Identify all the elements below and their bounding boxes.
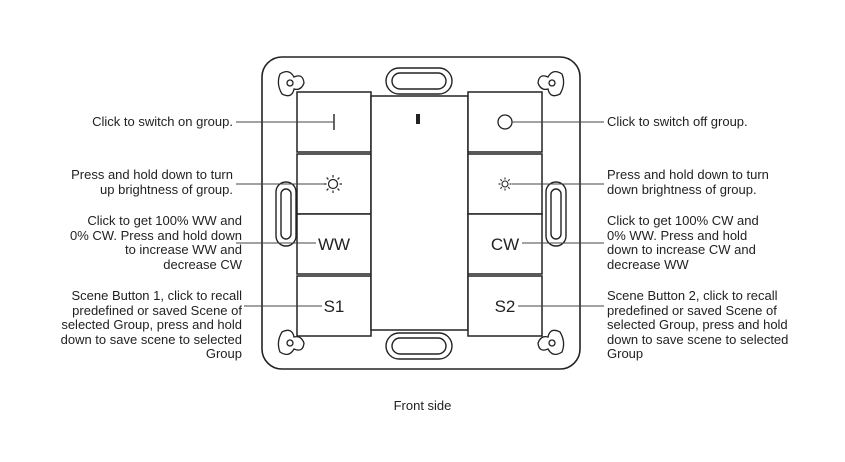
led-indicator [416, 114, 420, 124]
top-mount-slot [385, 67, 453, 95]
leader-lines [236, 121, 604, 307]
cw-button-label: CW [491, 235, 519, 254]
center-indicator-panel [370, 95, 469, 331]
s2-button-label: S2 [495, 297, 516, 316]
figure-caption: Front side [393, 398, 452, 413]
corner-screw-hole-bl [277, 329, 305, 356]
annotation-cw: Click to get 100% CW and 0% WW. Press an… [607, 213, 759, 272]
annotation-off: Click to switch off group. [607, 114, 748, 129]
ww-button[interactable] [296, 213, 372, 275]
sun-small-icon [498, 177, 512, 191]
right-side-slot [545, 181, 567, 247]
corner-screw-hole-br [537, 329, 565, 356]
annotation-brightness-down: Press and hold down to turn down brightn… [607, 167, 769, 197]
annotation-on: Click to switch on group. [92, 114, 233, 129]
annotation-ww: Click to get 100% WW and 0% CW. Press an… [70, 213, 242, 272]
bottom-mount-slot [385, 332, 453, 360]
corner-screw-hole-tl [277, 70, 305, 97]
annotation-s2: Scene Button 2, click to recall predefin… [607, 288, 789, 361]
sun-large-icon [324, 175, 342, 193]
left-side-slot [275, 181, 297, 247]
annotation-brightness-up: Press and hold down to turn up brightnes… [71, 167, 233, 197]
cw-button[interactable] [467, 213, 543, 275]
ww-button-label: WW [318, 235, 350, 254]
s1-button-label: S1 [324, 297, 345, 316]
annotation-s1: Scene Button 1, click to recall predefin… [60, 288, 242, 361]
corner-screw-hole-tr [537, 70, 565, 97]
